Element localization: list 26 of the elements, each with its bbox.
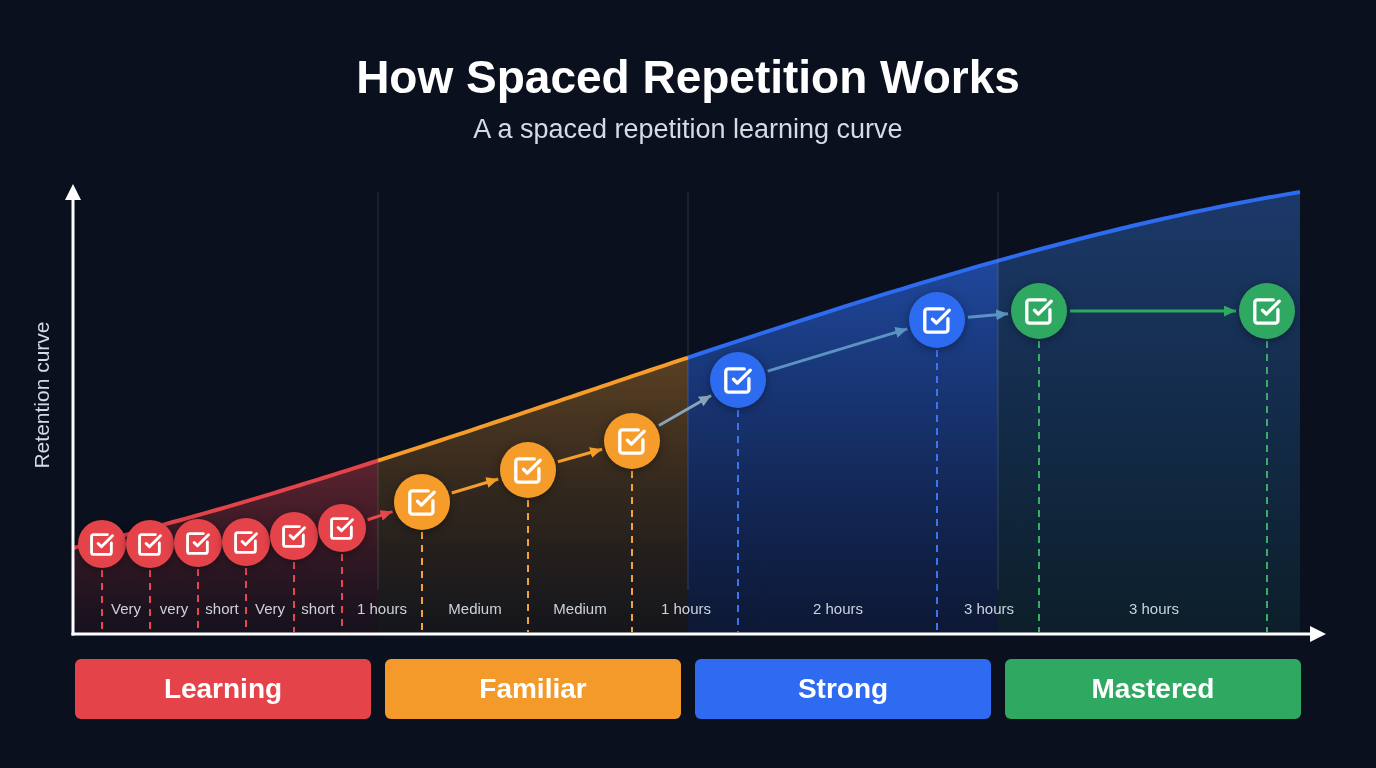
arrow [1070, 305, 1236, 317]
interval-label: 1 hours [357, 599, 407, 619]
title: How Spaced Repetition Works [356, 50, 1020, 106]
interval-label: very [159, 599, 189, 619]
stage-bar: Mastered [1005, 659, 1301, 719]
interval-label: 3 hours [1129, 599, 1179, 619]
subtitle: A a spaced repetition learning curve [473, 113, 903, 147]
interval-label: short [301, 599, 335, 619]
stage-bar: Familiar [385, 659, 681, 719]
arrow [967, 309, 1009, 321]
stage-bar: Strong [695, 659, 991, 719]
interval-label: 3 hours [964, 599, 1014, 619]
interval-label: Medium [553, 599, 607, 619]
arrow [658, 394, 712, 427]
interval-label: Medium [448, 599, 502, 619]
interval-label: 1 hours [661, 599, 711, 619]
axis-title: Retention curve [28, 321, 54, 469]
arrow [451, 477, 499, 495]
stage-bar: Learning [75, 659, 371, 719]
interval-label: short [205, 599, 239, 619]
interval-label: Very [255, 599, 285, 619]
arrow [767, 327, 908, 373]
arrow [367, 510, 393, 522]
interval-label: Very [111, 599, 141, 619]
arrow [557, 447, 603, 464]
interval-label: 2 hours [813, 599, 863, 619]
